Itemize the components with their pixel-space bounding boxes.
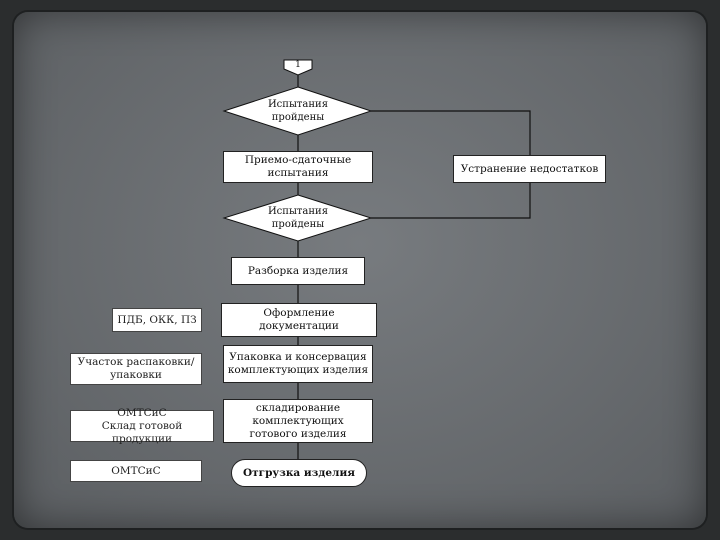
disassembly-box: Разборка изделия bbox=[231, 257, 365, 285]
acceptance-tests-box: Приемо-сдаточные испытания bbox=[223, 151, 373, 183]
decision-2-label: Испытания пройдены bbox=[267, 206, 329, 230]
decision-1-label: Испытания пройдены bbox=[267, 99, 329, 123]
shipment-terminator: Отгрузка изделия bbox=[231, 459, 367, 487]
packing-box: Упаковка и консервация комплектующих изд… bbox=[223, 345, 373, 383]
storage-box: складирование комплектующих готового изд… bbox=[223, 399, 373, 443]
loop-line-bottom bbox=[371, 183, 531, 219]
side-note-pdb: ПДБ, ОКК, ПЗ bbox=[112, 308, 202, 332]
decision-1-shape bbox=[222, 86, 373, 136]
fix-defects-box: Устранение недостатков bbox=[453, 155, 606, 183]
side-note-omtsis: ОМТСиС bbox=[70, 460, 202, 482]
decision-2-shape bbox=[222, 194, 373, 242]
connector-label: 1 bbox=[295, 59, 301, 70]
documentation-box: Оформление документации bbox=[221, 303, 377, 337]
side-note-packing-area: Участок распаковки/ упаковки bbox=[70, 353, 202, 385]
loop-line-top bbox=[371, 110, 531, 155]
connector-shape bbox=[283, 59, 313, 76]
side-note-warehouse: ОМТСиС Склад готовой продукции bbox=[70, 407, 214, 445]
